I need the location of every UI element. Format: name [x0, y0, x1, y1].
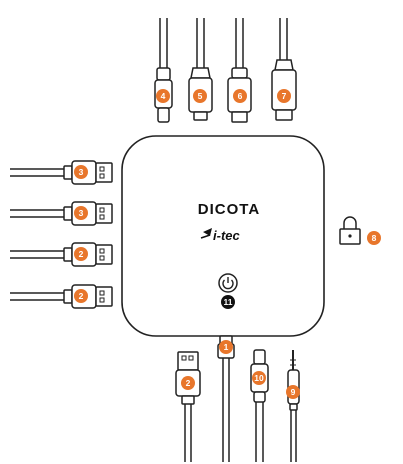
- badge-8: 8: [367, 231, 381, 245]
- port-rj45: 5: [188, 18, 213, 121]
- port-usb-c-top: 4: [154, 18, 173, 123]
- svg-text:2: 2: [79, 291, 84, 301]
- svg-text:9: 9: [291, 387, 296, 397]
- port-usb-a-3: 2: [10, 242, 113, 267]
- port-host-cable: 1: [217, 335, 235, 462]
- port-kensington-lock: 8: [339, 216, 381, 245]
- brand-logo-dicota: DICOTA: [198, 201, 260, 218]
- badge-6: 6: [233, 89, 247, 103]
- badge-9: 9: [286, 385, 300, 399]
- port-hdmi-2: 7: [271, 18, 297, 121]
- svg-text:2: 2: [186, 378, 191, 388]
- svg-text:10: 10: [254, 373, 264, 383]
- port-usb-a-2: 3: [10, 201, 113, 226]
- svg-text:2: 2: [79, 249, 84, 259]
- port-audio-jack: 9: [286, 350, 300, 462]
- brand-logo-i-tec: i-tec: [200, 228, 241, 243]
- badge-2b: 2: [74, 289, 88, 303]
- svg-text:1: 1: [224, 342, 229, 352]
- badge-10: 10: [252, 371, 266, 385]
- badge-5: 5: [193, 89, 207, 103]
- port-usb-a-1: 3: [10, 160, 113, 185]
- svg-text:3: 3: [79, 208, 84, 218]
- svg-text:3: 3: [79, 167, 84, 177]
- lock-icon: [339, 216, 361, 245]
- port-usb-a-bottom: 2: [175, 351, 201, 462]
- svg-text:11: 11: [224, 297, 233, 307]
- badge-2a: 2: [74, 247, 88, 261]
- port-usb-a-4: 2: [10, 284, 113, 309]
- svg-text:7: 7: [282, 91, 287, 101]
- power-button: [218, 273, 238, 293]
- port-usb-c-bottom: 10: [250, 349, 269, 462]
- badge-3a: 3: [74, 165, 88, 179]
- svg-text:i-tec: i-tec: [213, 228, 241, 243]
- power-icon: [222, 277, 234, 290]
- port-hdmi-1: 6: [227, 18, 252, 123]
- badge-4: 4: [156, 89, 170, 103]
- badge-2c: 2: [181, 376, 195, 390]
- badge-1: 1: [219, 340, 233, 354]
- svg-text:6: 6: [238, 91, 243, 101]
- svg-text:8: 8: [372, 233, 377, 243]
- svg-text:5: 5: [198, 91, 203, 101]
- badge-11: 11: [221, 295, 235, 309]
- svg-text:4: 4: [161, 91, 166, 101]
- badge-7: 7: [277, 89, 291, 103]
- badge-3b: 3: [74, 206, 88, 220]
